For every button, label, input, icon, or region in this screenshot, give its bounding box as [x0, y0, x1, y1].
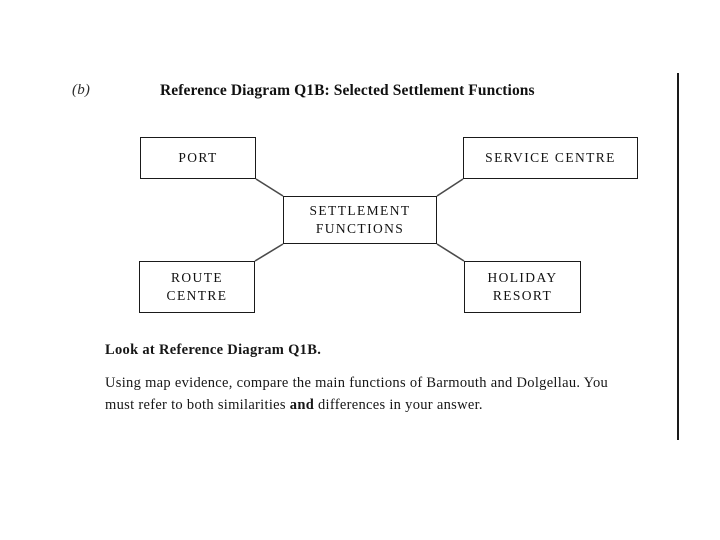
connector-service-to-centre: [436, 178, 464, 197]
question-body-part-2: differences in your answer.: [314, 396, 483, 413]
page-right-rule: [677, 73, 679, 440]
question-body-emphasis: and: [289, 396, 315, 413]
node-holiday-resort[interactable]: HOLIDAY RESORT: [464, 261, 581, 313]
connector-route-to-centre: [254, 243, 284, 262]
question-block: Look at Reference Diagram Q1B. Using map…: [105, 340, 645, 416]
part-label: (b): [72, 82, 91, 98]
question-body-part-1: Using map evidence, compare the main fun…: [105, 374, 609, 413]
connector-port-to-centre: [255, 178, 284, 197]
node-service-centre[interactable]: SERVICE CENTRE: [463, 137, 638, 179]
page-title: Reference Diagram Q1B: Selected Settleme…: [160, 82, 535, 99]
connector-holiday-to-centre: [436, 243, 465, 262]
node-port[interactable]: PORT: [140, 137, 256, 179]
question-body: Using map evidence, compare the main fun…: [105, 373, 635, 417]
node-route-centre[interactable]: ROUTE CENTRE: [139, 261, 255, 313]
node-route-centre-label: ROUTE CENTRE: [166, 270, 228, 303]
node-service-centre-label: SERVICE CENTRE: [485, 150, 616, 166]
question-lead: Look at Reference Diagram Q1B.: [105, 342, 322, 358]
node-settlement-functions-label: SETTLEMENT FUNCTIONS: [309, 203, 411, 236]
node-holiday-resort-label: HOLIDAY RESORT: [487, 270, 558, 303]
node-settlement-functions[interactable]: SETTLEMENT FUNCTIONS: [283, 196, 437, 244]
node-port-label: PORT: [178, 150, 218, 166]
